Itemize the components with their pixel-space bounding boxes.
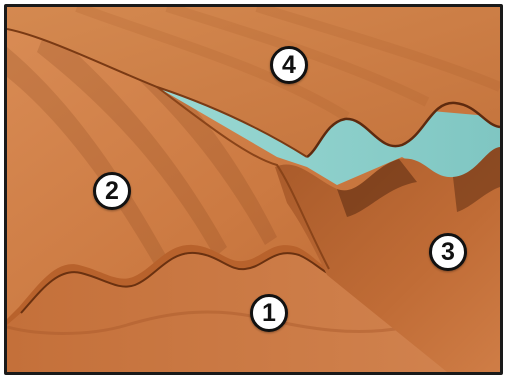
figure-frame: 1 2 3 4 — [4, 4, 503, 375]
label-badge-2: 2 — [93, 172, 131, 210]
label-2-text: 2 — [105, 177, 119, 206]
label-badge-3: 3 — [429, 233, 467, 271]
label-badge-4: 4 — [270, 46, 308, 84]
label-4-text: 4 — [282, 51, 296, 80]
label-1-text: 1 — [262, 299, 276, 328]
label-3-text: 3 — [441, 238, 455, 267]
label-badge-1: 1 — [250, 294, 288, 332]
